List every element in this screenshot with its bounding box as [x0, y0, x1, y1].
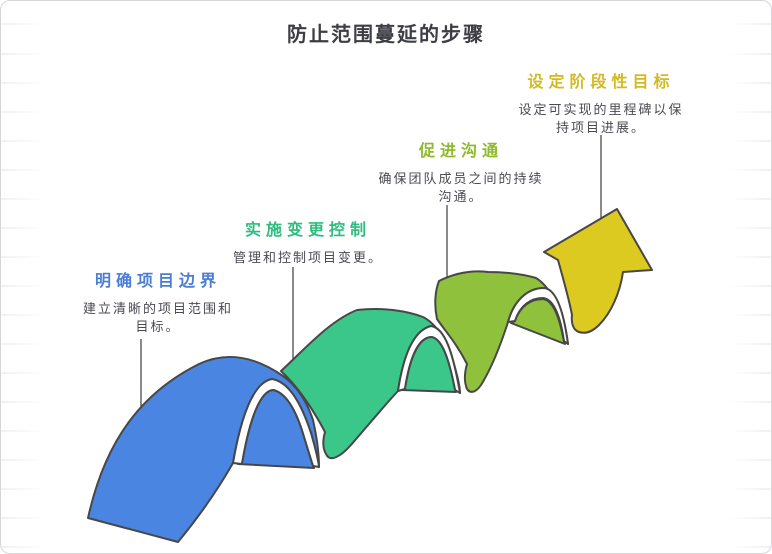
fold-underside-3	[510, 298, 566, 345]
step-2-title: 实施变更控制	[244, 222, 371, 239]
step-2-label-block: 实施变更控制 管理和控制项目变更。	[226, 221, 390, 267]
step-3-title: 促进沟通	[418, 143, 503, 160]
step-1-label-block: 明确项目边界 建立清晰的项目范围和目标。	[76, 272, 240, 336]
ribbon-arrow-step4	[543, 208, 653, 334]
page-title: 防止范围蔓延的步骤	[287, 24, 485, 46]
step-4-label-block: 设定阶段性目标 设定可实现的里程碑以保持项目进展。	[517, 73, 685, 137]
step-4-title: 设定阶段性目标	[527, 74, 675, 91]
fold-underside-1	[237, 389, 315, 469]
step-1-description: 建立清晰的项目范围和目标。	[82, 301, 233, 334]
connector-lines	[140, 135, 602, 419]
fold-underside-2	[401, 336, 457, 393]
step-1-title: 明确项目边界	[94, 273, 221, 290]
step-2-description: 管理和控制项目变更。	[232, 250, 383, 265]
step-3-description: 确保团队成员之间的持续沟通。	[378, 171, 544, 204]
step-3-label-block: 促进沟通 确保团队成员之间的持续沟通。	[377, 142, 545, 206]
step-4-description: 设定可实现的里程碑以保持项目进展。	[518, 102, 684, 135]
